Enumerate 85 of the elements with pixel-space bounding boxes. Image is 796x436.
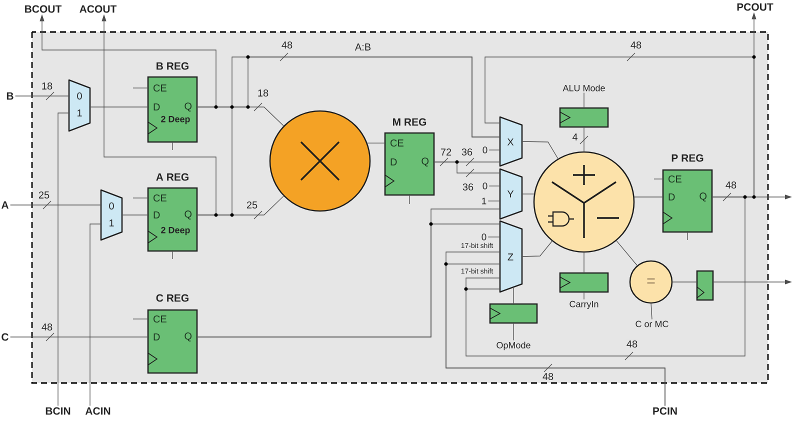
register-title: M REG [393, 118, 426, 126]
edge-label: 48 [40, 322, 54, 332]
port-label: D [154, 212, 160, 218]
mux-label: 1 [110, 220, 114, 226]
wire [650, 302, 652, 320]
mux-label: Z [508, 254, 514, 260]
wire [488, 236, 500, 238]
wire [58, 112, 70, 406]
constant-label: 0 [482, 234, 486, 240]
register-title: C REG [156, 294, 188, 302]
edge-label: 48 [280, 40, 294, 50]
alu-circle [533, 151, 635, 253]
pin-label: ACIN [85, 407, 110, 415]
wire [90, 224, 102, 406]
port-label: Q [422, 158, 429, 166]
mux-label: 0 [109, 202, 114, 210]
port-label: CE [154, 84, 166, 92]
constant-label: 0 [482, 146, 488, 154]
register-note: 2 Deep [161, 226, 190, 236]
pin-label: PCIN [653, 407, 677, 415]
port-label: D [154, 334, 160, 340]
wire [634, 196, 664, 198]
wire [466, 196, 746, 356]
register-box [559, 107, 609, 128]
multiplier-circle [269, 110, 371, 212]
edge-label: 18 [256, 88, 270, 98]
pin-label: C [2, 333, 8, 341]
register-box [559, 272, 609, 293]
pin-label: B [6, 92, 14, 100]
mux-label: 1 [78, 110, 82, 116]
signal-label: ALU Mode [562, 84, 605, 92]
pin-label: A [1, 201, 8, 209]
constant-label: 1 [482, 198, 486, 204]
constant-label: 0 [482, 182, 488, 190]
wire [616, 240, 638, 266]
pin-label: BCIN [46, 407, 70, 415]
edge-label: 48 [630, 40, 642, 50]
edge-label: 48 [724, 180, 738, 190]
wire [90, 106, 148, 108]
port-label: Q [184, 210, 192, 220]
wire [522, 141, 559, 160]
mux-label: X [507, 138, 514, 146]
pin-label: PCOUT [737, 3, 774, 11]
mux-label: 0 [77, 92, 82, 100]
wire [10, 204, 102, 206]
port-label: CE [154, 194, 166, 202]
port-label: Q [184, 332, 192, 342]
register-box [489, 303, 538, 324]
bus-width: 72 [440, 148, 452, 156]
edge-label: 36 [462, 182, 474, 192]
port-label: CE [390, 139, 404, 147]
mux-label: Y [507, 190, 514, 198]
edge-label: 25 [38, 190, 50, 200]
register-title: B REG [156, 62, 188, 70]
signal-label: CarryIn [570, 300, 598, 310]
wire [513, 286, 514, 304]
register-note: 2 Deep [161, 116, 190, 124]
register-title: A REG [156, 173, 188, 181]
edge-label: 18 [40, 82, 54, 90]
wire [434, 162, 500, 174]
port-label: Q [184, 102, 192, 112]
signal-label: C or MC [636, 320, 668, 328]
edge-label: 25 [246, 200, 258, 210]
wire [122, 214, 148, 216]
wire [513, 322, 514, 341]
port-label: CE [668, 175, 682, 183]
wire [522, 240, 553, 257]
edge-label: 48 [542, 372, 554, 381]
register-title: P REG [672, 154, 704, 162]
port-label: Q [700, 192, 707, 202]
pin-label: BCOUT [25, 5, 62, 13]
register-box [696, 270, 714, 301]
pin-label: ACOUT [80, 5, 117, 13]
port-label: D [668, 194, 675, 200]
port-label: D [390, 158, 397, 166]
wire [196, 56, 500, 216]
signal-label: OpMode [496, 342, 530, 350]
wire [10, 336, 148, 338]
wire [366, 142, 386, 144]
multiplexer [499, 220, 523, 293]
bus-width: 48 [626, 340, 638, 348]
port-label: D [154, 104, 160, 110]
wire [488, 200, 500, 202]
port-label: CE [154, 315, 166, 323]
edge-label: 36 [460, 148, 474, 156]
